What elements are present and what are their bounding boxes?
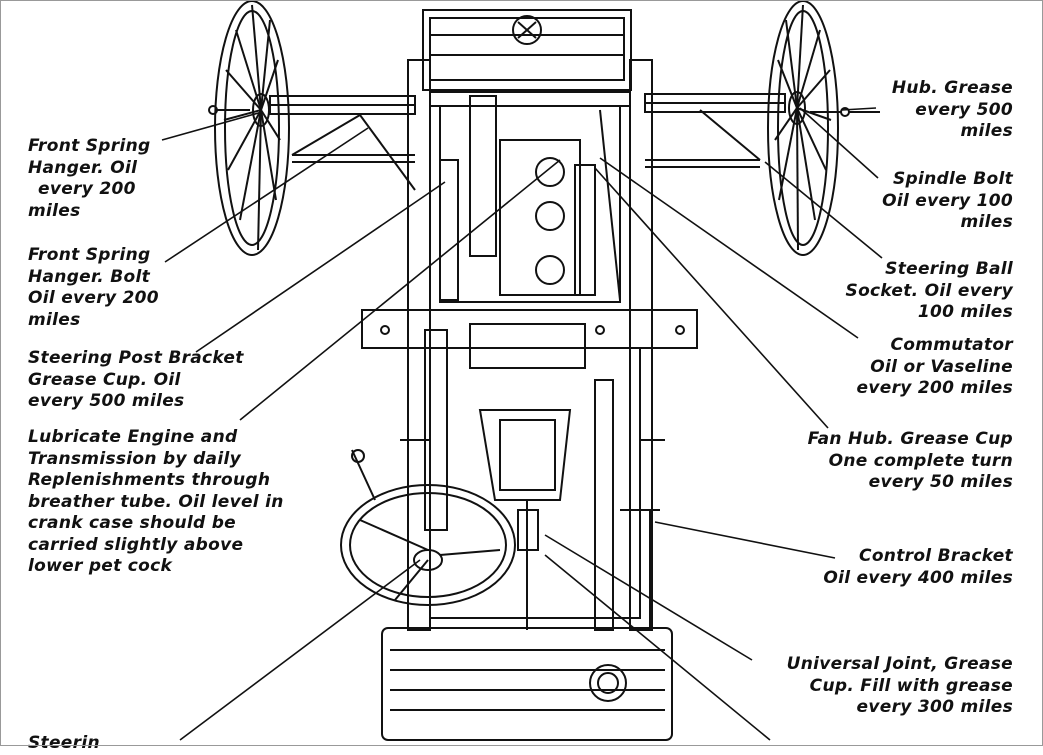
- leader-control-bracket: [654, 521, 836, 559]
- leader-hub-grease: [841, 107, 877, 111]
- label-line: Universal Joint, Grease: [786, 654, 1013, 674]
- leader-front-spring-hanger: [161, 111, 263, 141]
- label-line: One complete turn: [828, 450, 1013, 471]
- label-line: every 300 miles: [856, 697, 1013, 717]
- label-line: every 500 miles: [28, 391, 185, 411]
- label-line: Cup. Fill with grease: [809, 675, 1013, 696]
- label-steering-post-bracket: Steering Post Bracket Grease Cup. Oil ev…: [28, 348, 244, 413]
- leader-universal-joint: [544, 534, 753, 661]
- seat-tank: [381, 509, 673, 741]
- label-line: every 200 miles: [856, 378, 1013, 398]
- label-line: Oil or Vaseline: [870, 356, 1013, 377]
- label-line: Replenishments through: [28, 470, 271, 490]
- left-front-wheel: [214, 0, 290, 256]
- label-line: Steering Post Bracket: [28, 348, 244, 368]
- label-hub-grease: Hub. Grease every 500 miles: [892, 78, 1013, 143]
- label-line: Lubricate Engine and: [28, 427, 238, 447]
- label-line: Steerin: [28, 733, 100, 753]
- steering-assembly: [340, 329, 516, 606]
- frame-rails: [407, 59, 653, 631]
- radiator: [422, 9, 632, 91]
- label-line: Transmission by daily: [28, 448, 241, 469]
- label-line: Hub. Grease: [891, 78, 1013, 98]
- cross-member: [361, 309, 698, 369]
- leader-commutator: [599, 157, 859, 339]
- label-line: Grease Cup. Oil: [28, 369, 181, 390]
- label-line: Steering Ball: [885, 259, 1013, 279]
- label-steering-cut: Steerin: [28, 733, 100, 755]
- label-line: miles: [28, 200, 81, 221]
- leader-lines: [161, 107, 883, 741]
- label-line: every 200: [38, 179, 136, 199]
- label-line: Front Spring: [28, 245, 151, 265]
- label-line: 100 miles: [917, 302, 1013, 322]
- leader-spindle-bolt: [799, 107, 879, 179]
- label-line: Hanger. Bolt: [28, 266, 151, 287]
- label-line: miles: [28, 309, 81, 330]
- label-line: every 500: [915, 99, 1013, 120]
- label-line: Commutator: [890, 335, 1013, 355]
- label-control-bracket: Control Bracket Oil every 400 miles: [823, 546, 1013, 589]
- label-lubricate-engine: Lubricate Engine and Transmission by dai…: [28, 427, 284, 578]
- label-line: Control Bracket: [859, 546, 1013, 566]
- leader-lubricate-engine: [239, 159, 561, 421]
- label-line: Socket. Oil every: [845, 280, 1013, 301]
- label-fan-hub: Fan Hub. Grease Cup One complete turn ev…: [808, 429, 1013, 494]
- label-front-spring-hanger-bolt: Front Spring Hanger. Bolt Oil every 200 …: [28, 245, 159, 331]
- label-steering-ball-socket: Steering Ball Socket. Oil every 100 mile…: [846, 259, 1013, 324]
- label-line: carried slightly above: [28, 534, 244, 555]
- transmission: [400, 347, 665, 631]
- label-universal-joint: Universal Joint, Grease Cup. Fill with g…: [787, 654, 1013, 719]
- label-line: Oil every 400 miles: [823, 567, 1013, 588]
- leader-fan-hub: [594, 167, 829, 429]
- engine-block: [439, 95, 621, 303]
- label-line: breather tube. Oil level in: [28, 491, 284, 512]
- right-front-wheel: [767, 0, 839, 256]
- label-line: Front Spring: [28, 136, 151, 156]
- leader-steering-ball: [764, 161, 883, 259]
- label-commutator: Commutator Oil or Vaseline every 200 mil…: [857, 335, 1013, 400]
- label-line: lower pet cock: [28, 556, 173, 576]
- leader-bottom: [544, 554, 771, 741]
- label-line: Oil every 100: [882, 190, 1013, 211]
- leader-front-spring-bolt: [164, 127, 369, 263]
- label-line: miles: [960, 121, 1013, 141]
- label-line: Oil every 200: [28, 288, 159, 308]
- label-line: miles: [960, 212, 1013, 232]
- leader-steering: [179, 559, 421, 741]
- label-line: Hanger. Oil: [28, 157, 138, 178]
- label-spindle-bolt: Spindle Bolt Oil every 100 miles: [882, 169, 1013, 234]
- label-line: every 50 miles: [868, 472, 1013, 492]
- leader-steering-post-bracket: [195, 181, 446, 353]
- label-line: Spindle Bolt: [893, 169, 1013, 189]
- front-axle: [208, 93, 880, 191]
- label-line: crank case should be: [28, 513, 236, 533]
- label-front-spring-hanger-oil: Front Spring Hanger. Oil every 200 miles: [28, 136, 150, 222]
- label-line: Fan Hub. Grease Cup: [807, 429, 1013, 449]
